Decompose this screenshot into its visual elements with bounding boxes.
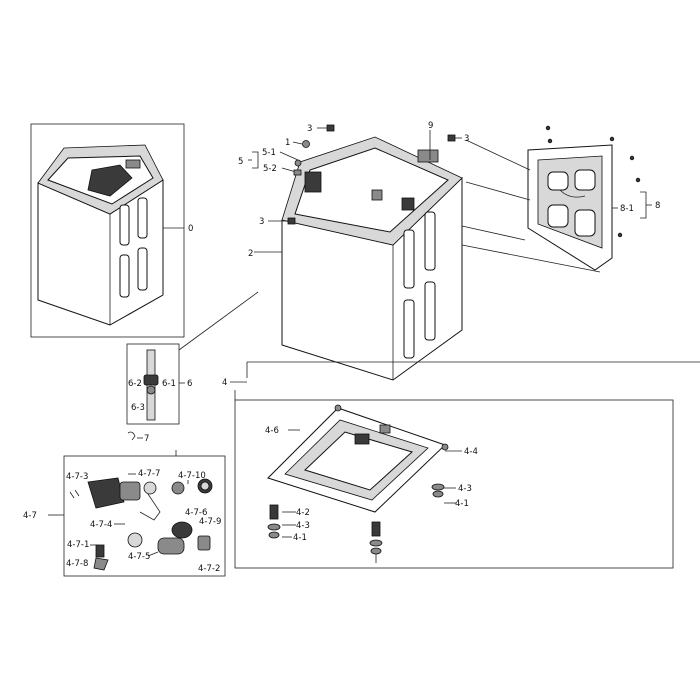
base-assembly-box <box>234 361 700 569</box>
callout-4-7-2: 4-7-2 <box>198 564 220 574</box>
clip-part-3-top <box>317 124 335 132</box>
assembly-view-box: 0 <box>30 123 193 338</box>
callout-4-7-3: 4-7-3 <box>66 472 88 482</box>
clip-part-7 <box>127 431 143 441</box>
callout-4-1-left: 4-1 <box>293 533 307 543</box>
callout-5-bracket <box>248 151 302 176</box>
callout-7: 7 <box>144 434 149 444</box>
leveling-foot-right <box>431 483 456 504</box>
callout-4-7-8: 4-7-8 <box>66 559 88 569</box>
callout-4-7-9: 4-7-9 <box>199 517 221 527</box>
cabinet-part <box>281 136 463 381</box>
callout-3-right: 3 <box>464 134 469 144</box>
callout-6-3: 6-3 <box>131 403 145 413</box>
callout-2: 2 <box>248 249 253 259</box>
callout-4-2: 4-2 <box>296 508 310 518</box>
callout-4-7-5: 4-7-5 <box>128 552 150 562</box>
callout-6: 6 <box>187 379 192 389</box>
callout-4-7-1: 4-7-1 <box>67 540 89 550</box>
callout-0: 0 <box>188 224 193 234</box>
callout-1: 1 <box>285 138 290 148</box>
callout-4-6: 4-6 <box>265 426 279 436</box>
pump-components <box>69 477 213 571</box>
clip-part-3-right <box>447 134 462 142</box>
back-panel-part <box>527 125 641 271</box>
callout-5: 5 <box>238 157 243 167</box>
screw-part-1 <box>292 140 310 148</box>
callout-6-2: 6-2 <box>128 379 142 389</box>
callout-8-1: 8-1 <box>620 204 634 214</box>
leveling-foot-left <box>267 504 296 539</box>
callout-3-top: 3 <box>307 124 312 134</box>
callout-8: 8 <box>655 201 660 211</box>
callout-5-1: 5-1 <box>262 148 276 158</box>
clip-part-3-left <box>268 217 296 225</box>
callout-4-7: 4-7 <box>23 511 37 521</box>
cabinet-assembly-illustration <box>37 144 164 326</box>
leveling-foot-center <box>369 521 383 563</box>
callout-4-7-6: 4-7-6 <box>185 508 207 518</box>
callout-4-7-7: 4-7-7 <box>138 469 160 479</box>
callout-6-1: 6-1 <box>162 379 176 389</box>
hose-assembly-box <box>126 343 185 425</box>
base-frame-part <box>267 404 449 513</box>
pump-assembly-box <box>48 455 226 577</box>
callout-5-2: 5-2 <box>263 164 277 174</box>
callout-4-4: 4-4 <box>464 447 478 457</box>
callout-4-3-right: 4-3 <box>458 484 472 494</box>
callout-3-left: 3 <box>259 217 264 227</box>
callout-4-7-10: 4-7-10 <box>178 471 206 481</box>
callout-4-7-4: 4-7-4 <box>90 520 112 530</box>
callout-4: 4 <box>222 378 227 388</box>
callout-4-1-right: 4-1 <box>455 499 469 509</box>
callout-4-3-left: 4-3 <box>296 521 310 531</box>
callout-9: 9 <box>428 121 433 131</box>
